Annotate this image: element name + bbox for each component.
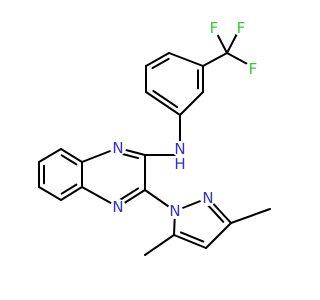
bond-double-inner <box>206 203 225 223</box>
atom-label-background <box>206 20 222 36</box>
bond-single <box>168 52 204 67</box>
atom-label-f3: F <box>206 19 222 37</box>
atom-label-background <box>200 190 216 206</box>
bond-single <box>173 234 207 249</box>
atom-symbol: N <box>112 198 123 216</box>
bond-single <box>38 186 62 201</box>
bond-double-inner <box>60 183 78 195</box>
bond-double-inner <box>60 154 78 166</box>
atom-label-background <box>172 141 188 157</box>
atom-label-background <box>110 199 126 215</box>
atom-label-f1: F <box>233 19 249 37</box>
bond-double-inner <box>118 187 140 202</box>
atom-label-background <box>110 140 126 156</box>
bond-layer <box>38 27 271 256</box>
atom-label-nh: N <box>172 140 188 158</box>
atom-label-f2: F <box>245 60 261 78</box>
atom-label-n4: N <box>110 198 126 216</box>
atom-label-background <box>172 156 188 172</box>
bond-single <box>145 91 181 116</box>
atom-symbol: F <box>249 60 258 78</box>
atom-label-h: H <box>172 155 188 173</box>
bond-single <box>179 91 204 116</box>
atom-label-background <box>167 203 183 219</box>
atom-label-pyrazole-n2: N <box>200 189 216 207</box>
bond-single <box>205 222 232 249</box>
atom-symbol: F <box>237 19 246 37</box>
atom-label-background <box>233 20 249 36</box>
atom-symbol: N <box>202 189 213 207</box>
atom-symbol: N <box>169 202 180 220</box>
bond-single <box>60 186 83 201</box>
atom-label-pyrazole-n1: N <box>167 202 183 220</box>
bond-single <box>145 52 170 67</box>
bond-single <box>38 148 62 163</box>
atom-label-n1: N <box>110 139 126 157</box>
bond-single <box>202 52 228 67</box>
atom-symbol: N <box>174 140 185 158</box>
bond-methyl <box>230 208 271 224</box>
bond-double-inner <box>152 89 179 109</box>
atom-symbol: F <box>210 19 219 37</box>
atom-label-background <box>245 61 261 77</box>
bond-double-inner <box>151 57 170 69</box>
bond-single <box>60 148 83 163</box>
atom-symbol: N <box>112 139 123 157</box>
bond-methyl <box>144 234 175 256</box>
bond-double-inner <box>179 231 205 243</box>
atom-symbol: H <box>174 155 185 173</box>
